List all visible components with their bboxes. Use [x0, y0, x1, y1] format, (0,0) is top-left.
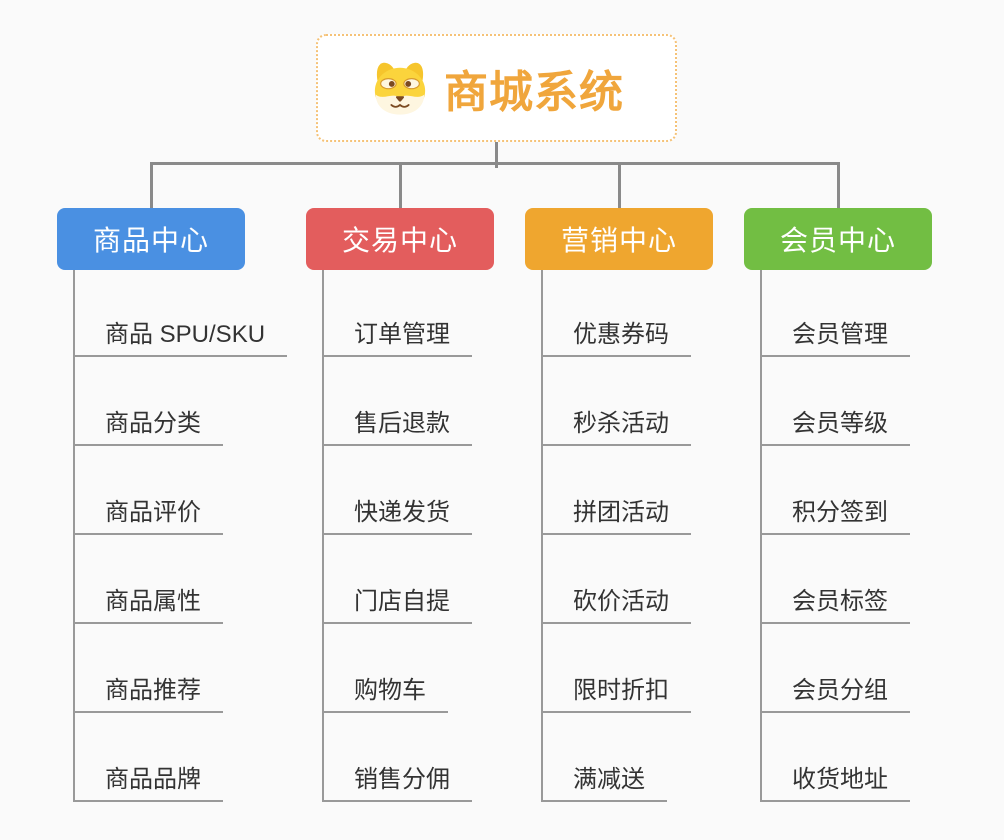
child-topic[interactable]: 秒杀活动 [541, 406, 691, 446]
column-line-2 [322, 270, 324, 802]
child-topic[interactable]: 订单管理 [322, 317, 472, 357]
child-topic[interactable]: 优惠券码 [541, 317, 691, 357]
root-title: 商城系统 [444, 68, 624, 117]
column-line-3 [541, 270, 543, 802]
child-topic[interactable]: 会员分组 [760, 673, 910, 713]
child-topic[interactable]: 积分签到 [760, 495, 910, 535]
child-topic[interactable]: 售后退款 [322, 406, 472, 446]
branch-drop-connector-1 [149, 162, 153, 208]
branch-label: 营销中心 [560, 225, 677, 256]
child-topic[interactable]: 商品推荐 [73, 673, 223, 713]
root-stem-connector [495, 142, 498, 168]
branch-label: 会员中心 [779, 225, 896, 256]
child-topic[interactable]: 门店自提 [322, 584, 472, 624]
branch-hub-connector [149, 162, 840, 165]
child-topic[interactable]: 商品 SPU/SKU [73, 317, 288, 357]
child-topic[interactable]: 销售分佣 [322, 762, 472, 802]
child-topic[interactable]: 商品属性 [73, 584, 223, 624]
column-line-4 [760, 270, 762, 802]
root-node[interactable]: 商城系统 [316, 34, 677, 142]
child-topic[interactable]: 购物车 [322, 673, 448, 713]
child-topic[interactable]: 会员等级 [760, 406, 910, 446]
child-topic[interactable]: 快递发货 [322, 495, 472, 535]
branch-node-1[interactable]: 商品中心 [57, 208, 245, 270]
child-topic[interactable]: 商品品牌 [73, 762, 223, 802]
branch-node-4[interactable]: 会员中心 [744, 208, 932, 270]
branch-drop-connector-3 [617, 162, 621, 208]
child-topic[interactable]: 砍价活动 [541, 584, 691, 624]
branch-label: 交易中心 [341, 225, 458, 256]
shiba-dog-icon [374, 62, 426, 115]
child-topic[interactable]: 限时折扣 [541, 673, 691, 713]
child-topic[interactable]: 商品分类 [73, 406, 223, 446]
branch-label: 商品中心 [92, 225, 209, 256]
child-topic[interactable]: 会员管理 [760, 317, 910, 357]
branch-drop-connector-2 [398, 162, 402, 208]
child-topic[interactable]: 会员标签 [760, 584, 910, 624]
branch-node-3[interactable]: 营销中心 [525, 208, 713, 270]
branch-node-2[interactable]: 交易中心 [306, 208, 494, 270]
child-topic[interactable]: 收货地址 [760, 762, 910, 802]
child-topic[interactable]: 商品评价 [73, 495, 223, 535]
child-topic[interactable]: 拼团活动 [541, 495, 691, 535]
child-topic[interactable]: 满减送 [541, 762, 667, 802]
branch-drop-connector-4 [836, 162, 840, 208]
column-line-1 [73, 270, 75, 802]
